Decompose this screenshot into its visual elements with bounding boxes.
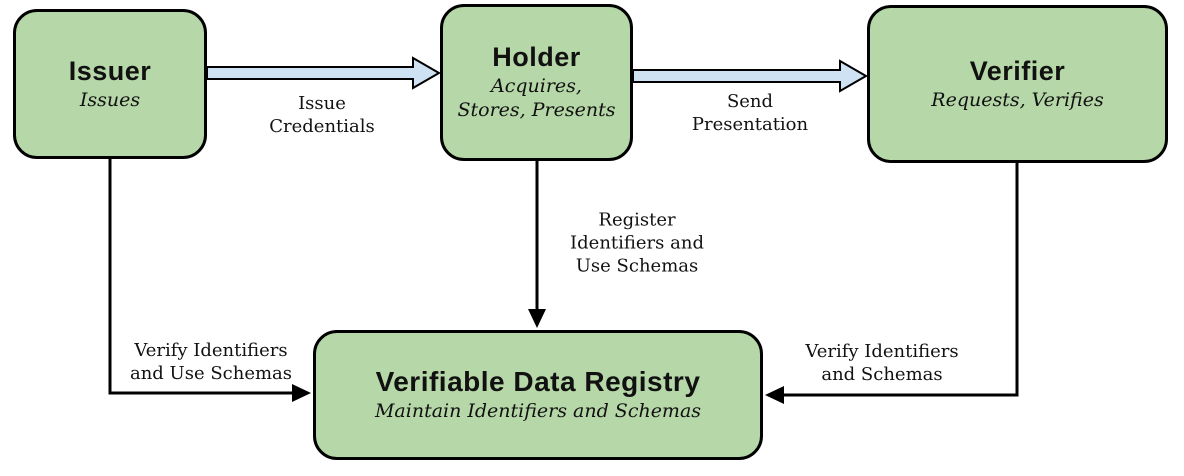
holder-subtitle: Acquires, Stores, Presents: [457, 75, 616, 122]
verifiable-data-registry-node: Verifiable Data Registry Maintain Identi…: [313, 330, 763, 460]
verifier-title: Verifier: [969, 55, 1066, 86]
register-identifiers-label: Register Identifiers and Use Schemas: [570, 209, 704, 277]
issue-credentials-label: Issue Credentials: [269, 92, 375, 137]
registry-subtitle: Maintain Identifiers and Schemas: [374, 400, 702, 423]
issuer-to-registry-arrowhead-icon: [292, 384, 311, 402]
issuer-to-registry-connector: [108, 158, 294, 395]
issue-credentials-block-arrow-icon: [206, 56, 442, 90]
holder-to-registry-arrowhead-icon: [528, 309, 546, 328]
verifier-node: Verifier Requests, Verifies: [867, 5, 1168, 163]
send-presentation-block-arrow-icon: [632, 59, 869, 93]
issuer-title: Issuer: [68, 55, 152, 86]
verify-identifiers-schemas-label: Verify Identifiers and Schemas: [805, 340, 959, 385]
verifier-to-registry-connector: [782, 163, 1019, 397]
send-presentation-label: Send Presentation: [691, 90, 809, 135]
verify-identifiers-use-schemas-label: Verify Identifiers and Use Schemas: [129, 339, 293, 384]
holder-node: Holder Acquires, Stores, Presents: [440, 4, 633, 161]
registry-title: Verifiable Data Registry: [375, 366, 701, 398]
verifier-subtitle: Requests, Verifies: [931, 88, 1104, 111]
verifier-to-registry-arrowhead-icon: [765, 386, 784, 404]
holder-title: Holder: [492, 42, 581, 73]
issuer-node: Issuer Issues: [13, 9, 207, 159]
issuer-subtitle: Issues: [79, 88, 141, 111]
